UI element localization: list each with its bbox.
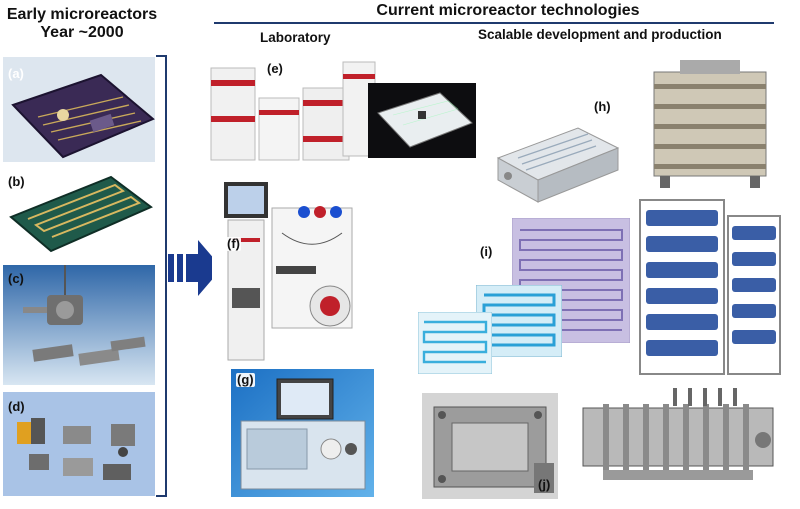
- photo-i-production-rack: [636, 196, 784, 378]
- photo-c-metal-reactor: [3, 265, 155, 385]
- photo-d-device-collection: [3, 392, 155, 496]
- photo-a-microchip: [3, 57, 155, 162]
- label-a: (a): [8, 66, 24, 81]
- photo-h-plate-reactor: [488, 118, 628, 208]
- photo-h-stacked-module: [640, 58, 780, 190]
- photo-i-blue-plate-small: [418, 312, 492, 374]
- photo-j-plate-stack-reactor: [563, 384, 788, 499]
- photo-e-chip-inset: [368, 83, 476, 158]
- laboratory-heading: Laboratory: [260, 30, 331, 45]
- transition-arrow-icon: [168, 240, 222, 296]
- label-d: (d): [8, 399, 25, 414]
- photo-e-lab-system: [207, 58, 377, 166]
- label-j: (j): [538, 477, 551, 492]
- label-c: (c): [8, 271, 24, 286]
- header-rule: [214, 22, 774, 24]
- early-title-line1: Early microreactors: [6, 6, 158, 23]
- label-h: (h): [594, 99, 611, 114]
- label-f: (f): [226, 236, 241, 251]
- label-i: (i): [480, 244, 493, 259]
- photo-f-benchtop-system: [212, 178, 364, 363]
- label-g: (g): [236, 372, 255, 387]
- left-bracket: [156, 55, 167, 497]
- photo-b-serpentine-chip: [3, 167, 155, 259]
- photo-i-purple-plate: [512, 218, 630, 343]
- early-title: Early microreactors Year ~2000: [6, 6, 158, 42]
- label-e: (e): [266, 61, 284, 76]
- photo-j-steel-block: [422, 393, 558, 499]
- label-b: (b): [8, 174, 25, 189]
- early-title-line2: Year ~2000: [40, 24, 124, 41]
- photo-g-compact-unit: [231, 369, 374, 497]
- current-title: Current microreactor technologies: [376, 2, 640, 19]
- scalable-heading: Scalable development and production: [478, 27, 722, 42]
